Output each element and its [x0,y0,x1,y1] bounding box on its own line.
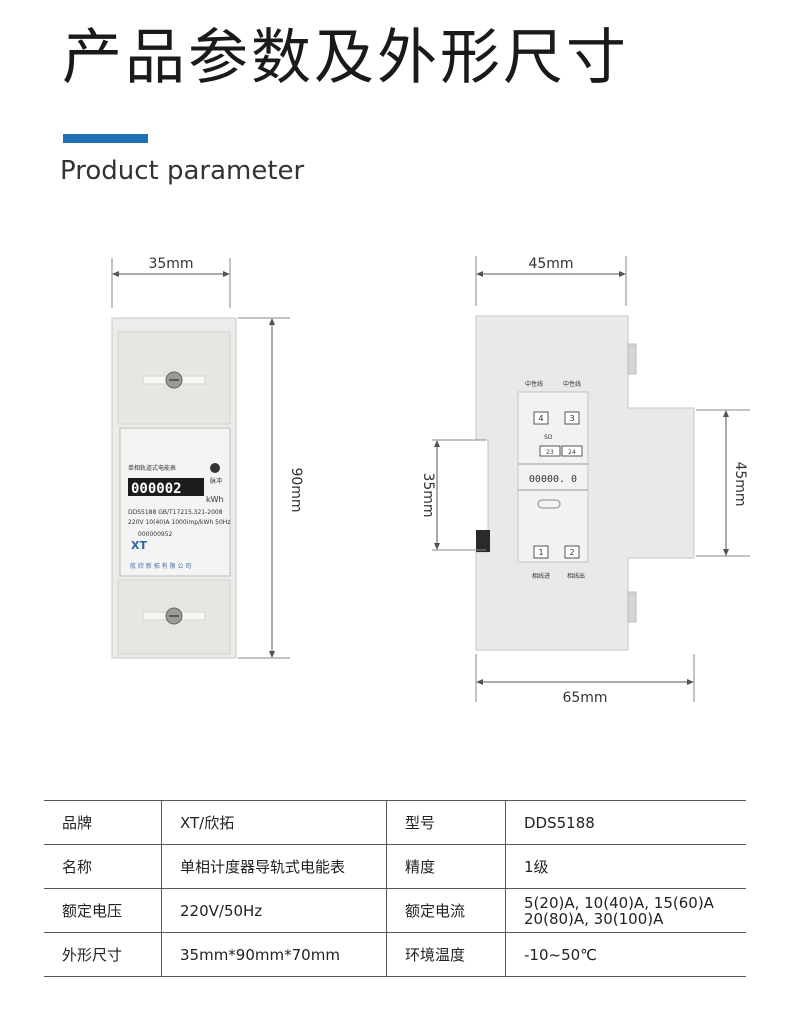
front-height-label: 90mm [288,467,304,512]
front-width-label: 35mm [148,256,193,272]
rating-line: 220V 10(40)A 1000imp/kWh 50Hz [128,519,230,526]
param-value: 1级 [505,844,746,889]
param-key: 型号 [386,800,506,845]
top-right-wire-label: 中性线 [563,380,581,388]
pulse-label: 脉冲 [210,477,222,485]
meter-name: 单相轨道式电能表 [128,464,176,472]
param-key: 外形尺寸 [44,932,162,977]
table-row: 品牌 XT/欣拓 型号 DDS5188 [44,800,746,845]
param-key: 精度 [386,844,506,889]
param-key: 名称 [44,844,162,889]
table-row: 外形尺寸 35mm*90mm*70mm 环境温度 -10~50℃ [44,932,746,977]
param-value: XT/欣拓 [161,800,387,845]
param-key: 额定电流 [386,888,506,933]
terminal-1: 1 [538,548,543,557]
terminal-23: 23 [546,449,554,456]
page-subtitle: Product parameter [60,156,305,186]
terminal-3: 3 [569,414,574,423]
dimension-diagram: 35mm 90mm 单相轨道式电能表 脉冲 000002 kWh DDS5188… [111,256,750,706]
accent-bar [63,134,148,143]
unit-label: kWh [206,495,224,504]
param-key: 环境温度 [386,932,506,977]
serial-number: 000000952 [138,531,173,538]
front-counter: 000002 [131,481,182,497]
bottom-left-wire-label: 相线进 [532,572,550,580]
param-value: 单相计度器导轨式电能表 [161,844,387,889]
brand-logo: XT [131,539,147,552]
current-line-1: 5(20)A, 10(40)A, 15(60)A [524,893,714,912]
terminal-24: 24 [568,449,576,456]
so-label: SO [544,434,553,441]
current-line-2: 20(80)A, 30(100)A [524,909,664,928]
model-line: DDS5188 GB/T17215.321-2008 [128,509,223,516]
terminal-2: 2 [569,548,574,557]
side-counter: 00000. 0 [529,474,577,485]
param-key: 额定电压 [44,888,162,933]
param-value: DDS5188 [505,800,746,845]
table-row: 额定电压 220V/50Hz 额定电流 5(20)A, 10(40)A, 15(… [44,888,746,933]
side-right-height-label: 45mm [732,461,748,506]
parameter-table: 品牌 XT/欣拓 型号 DDS5188 名称 单相计度器导轨式电能表 精度 1级… [44,800,746,977]
param-value: 220V/50Hz [161,888,387,933]
company-name: 航 欣 新 拓 有 限 公 司 [130,562,191,570]
side-view: 45mm 中性线 中性线 4 3 SO 23 24 00000. 0 1 2 相… [420,256,750,706]
bottom-right-wire-label: 相线出 [567,572,585,580]
param-key: 品牌 [44,800,162,845]
side-left-height-label: 35mm [420,472,436,517]
top-left-wire-label: 中性线 [525,380,543,388]
terminal-4: 4 [538,414,543,423]
table-row: 名称 单相计度器导轨式电能表 精度 1级 [44,844,746,889]
param-value: 35mm*90mm*70mm [161,932,387,977]
param-value-multiline: 5(20)A, 10(40)A, 15(60)A 20(80)A, 30(100… [505,888,746,933]
page-title: 产品参数及外形尺寸 [62,23,629,93]
side-width-label: 45mm [528,256,573,272]
side-bottom-label: 65mm [562,690,607,706]
param-value: -10~50℃ [505,932,746,977]
front-view: 35mm 90mm 单相轨道式电能表 脉冲 000002 kWh DDS5188… [111,256,304,659]
